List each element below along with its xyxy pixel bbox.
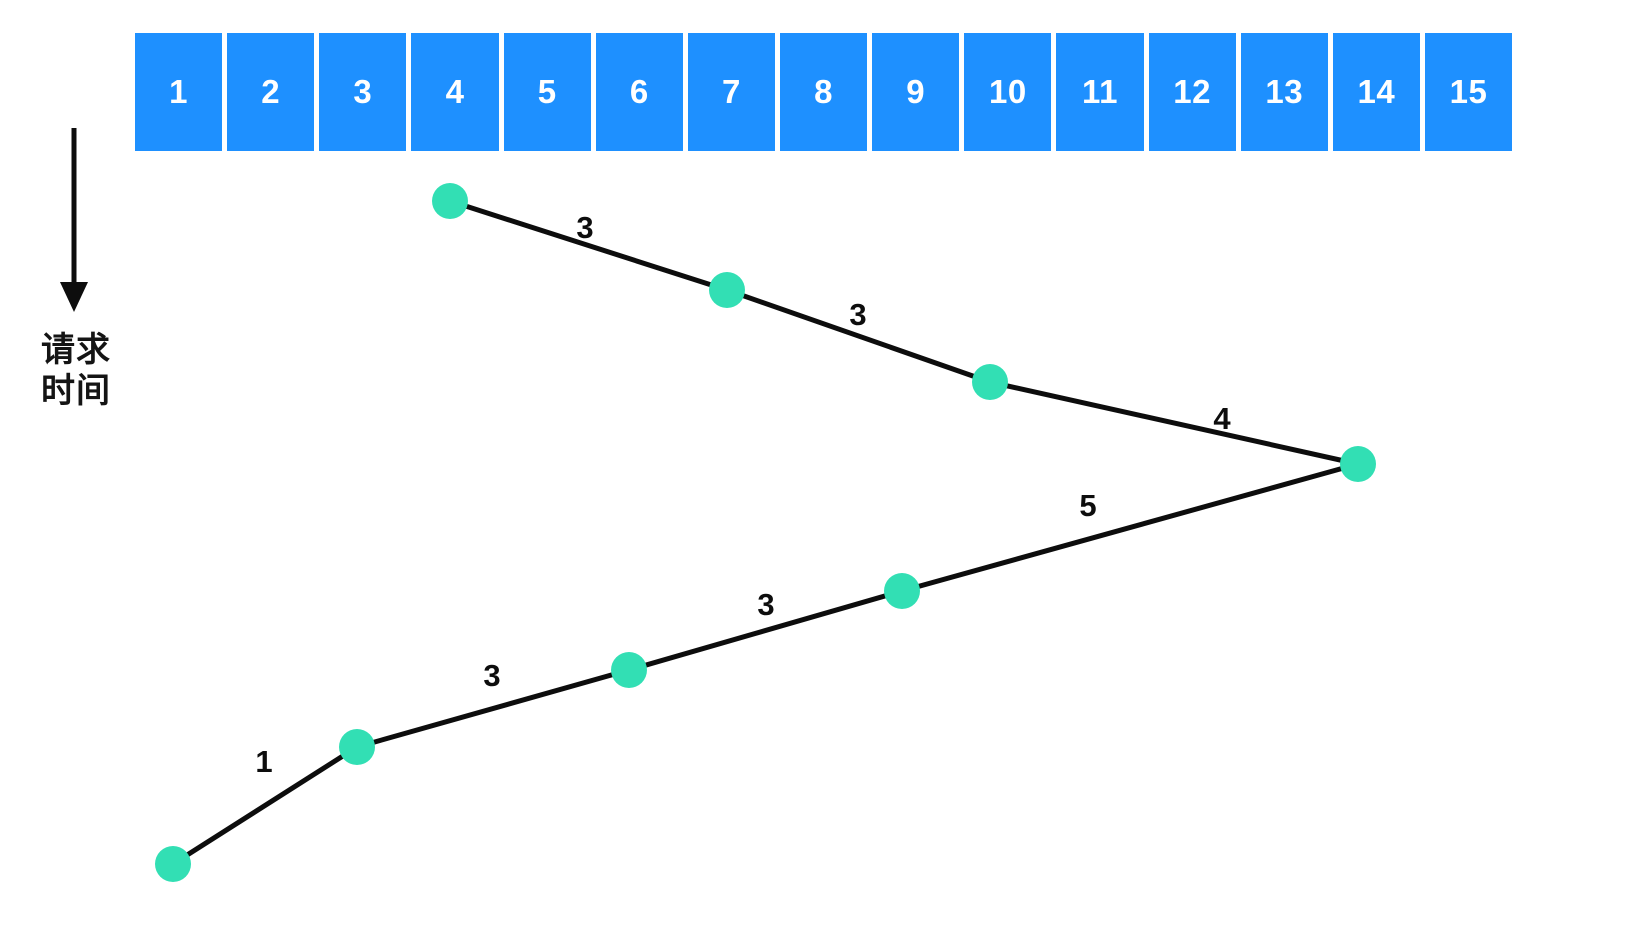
- timeline-cell-6[interactable]: 6: [595, 33, 683, 151]
- timeline-cell-12[interactable]: 12: [1148, 33, 1236, 151]
- y-axis-label-line-2: 时间: [41, 372, 111, 411]
- lower-edge-1: 1: [255, 744, 273, 779]
- timeline-cell-label: 13: [1265, 73, 1304, 110]
- timeline-cell-label: 9: [906, 73, 926, 110]
- timeline-cell-label: 12: [1173, 73, 1211, 110]
- timeline-cell-label: 15: [1449, 73, 1488, 110]
- lower-edge-2: 3: [483, 658, 501, 693]
- timeline-cell-7[interactable]: 7: [687, 33, 775, 151]
- node-dot[interactable]: [339, 729, 375, 765]
- node-dot[interactable]: [884, 573, 920, 609]
- timeline-cell-14[interactable]: 14: [1332, 33, 1420, 151]
- timeline-cell-5[interactable]: 5: [503, 33, 591, 151]
- upper-edge-1: 3: [576, 210, 594, 245]
- timeline-cell-label: 10: [988, 73, 1027, 110]
- node-dot[interactable]: [155, 846, 191, 882]
- lower-edge-3: 3: [757, 587, 775, 622]
- y-axis-label: 请求 时间: [28, 330, 124, 413]
- lower-edge-4: 5: [1079, 488, 1097, 523]
- downward-arrow-icon: [60, 128, 88, 312]
- timeline-grid: 1 2 3 4 5 6 7 8 9 10 11 12 13 14 15: [135, 33, 1513, 151]
- node-dot[interactable]: [432, 183, 468, 219]
- upper-edge-2: 3: [849, 297, 867, 332]
- upper-edge-3: 4: [1213, 401, 1231, 436]
- timeline-cell-label: 2: [261, 73, 281, 110]
- lower-path-line: [170, 461, 1361, 867]
- node-dot[interactable]: [972, 364, 1008, 400]
- timeline-cell-11[interactable]: 11: [1056, 33, 1144, 151]
- timeline-cell-4[interactable]: 4: [411, 33, 499, 151]
- timeline-cell-1[interactable]: 1: [135, 33, 223, 151]
- timeline-cell-2[interactable]: 2: [227, 33, 315, 151]
- timeline-cell-label: 7: [721, 73, 741, 110]
- timeline-cell-9[interactable]: 9: [872, 33, 960, 151]
- node-dot[interactable]: [611, 652, 647, 688]
- timeline-cell-10[interactable]: 10: [964, 33, 1052, 151]
- timeline-cell-label: 11: [1082, 73, 1118, 110]
- timeline-cell-8[interactable]: 8: [779, 33, 868, 151]
- timeline-cell-label: 4: [445, 73, 465, 110]
- node-dot[interactable]: [1340, 446, 1376, 482]
- timeline-cell-label: 3: [353, 73, 373, 110]
- y-axis-label-line-1: 请求: [41, 331, 111, 369]
- timeline-cell-label: 14: [1357, 73, 1396, 110]
- timeline-cell-13[interactable]: 13: [1240, 33, 1328, 151]
- timeline-cell-15[interactable]: 15: [1424, 33, 1513, 151]
- timeline-cell-3[interactable]: 3: [319, 33, 407, 151]
- node-dot[interactable]: [709, 272, 745, 308]
- timeline-cell-label: 6: [629, 73, 649, 110]
- timeline-cell-label: 5: [537, 73, 557, 110]
- timeline-cell-label: 8: [814, 73, 833, 110]
- timeline-cell-label: 1: [169, 73, 188, 110]
